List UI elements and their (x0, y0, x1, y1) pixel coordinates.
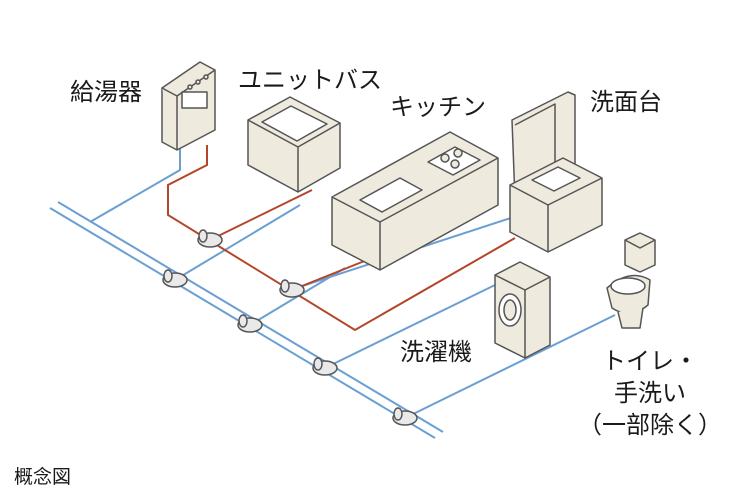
label-toilet-line1: トイレ・ (602, 347, 698, 375)
label-washbasin: 洗面台 (590, 88, 662, 116)
header-connector (392, 407, 418, 426)
unit-bath-tub (247, 96, 341, 193)
header-connector (237, 314, 263, 333)
washbasin-vanity (509, 91, 603, 253)
header-connector (197, 229, 223, 248)
water-heater-unit (161, 61, 216, 151)
header-connector (162, 269, 188, 288)
label-toilet: トイレ・ 手洗い （一部除く） (570, 345, 730, 441)
label-unit-bath: ユニットバス (238, 66, 382, 94)
header-connector (279, 279, 305, 298)
label-water-heater: 給湯器 (70, 78, 142, 106)
washing-machine-unit (494, 261, 551, 359)
label-toilet-line2: 手洗い (614, 379, 686, 407)
toilet-unit (606, 232, 656, 329)
kitchen-counter (331, 131, 499, 271)
label-washing-machine: 洗濯機 (400, 338, 472, 366)
label-kitchen: キッチン (390, 93, 486, 121)
diagram-caption: 概念図 (14, 466, 72, 488)
label-toilet-line3: （一部除く） (578, 411, 722, 439)
fixtures (161, 61, 656, 359)
hot-water-pipes (167, 145, 516, 332)
pipe-headers (162, 229, 418, 426)
header-connector (312, 357, 338, 376)
